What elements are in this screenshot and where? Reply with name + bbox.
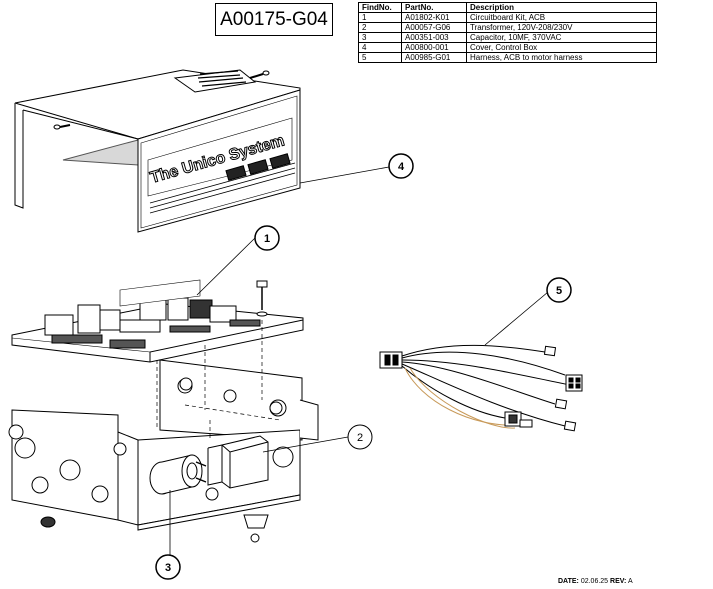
assembly-lines bbox=[156, 320, 281, 440]
callout-4-label: 4 bbox=[398, 161, 405, 173]
callout-4: 4 bbox=[388, 153, 414, 179]
description-cell: Harness, ACB to motor harness bbox=[466, 52, 657, 63]
footer-date-rev: DATE: 02.06.25 REV: A bbox=[558, 578, 633, 585]
callout-5-label: 5 bbox=[556, 285, 562, 297]
control-box-chassis bbox=[8, 359, 319, 543]
transformer bbox=[207, 435, 269, 489]
callout-1: 1 bbox=[254, 225, 280, 251]
callout-3-label: 3 bbox=[165, 562, 171, 574]
capacitor bbox=[149, 454, 207, 495]
rev-value: A bbox=[627, 578, 633, 585]
callout-5: 5 bbox=[546, 277, 572, 303]
callout-3: 3 bbox=[155, 554, 181, 580]
table-row: 4 A00800-001 Cover, Control Box bbox=[358, 42, 657, 53]
date-value: 02.06.25 bbox=[580, 578, 609, 585]
rev-label: REV: bbox=[610, 578, 627, 585]
callout-2: 2 bbox=[347, 424, 373, 450]
parts-table: FindNo. PartNo. Description 1 A01802-K01… bbox=[358, 2, 657, 63]
wire-harness bbox=[379, 344, 583, 432]
control-box-cover bbox=[14, 69, 301, 233]
callout-1-label: 1 bbox=[264, 233, 270, 245]
leader-lines bbox=[169, 166, 549, 556]
callout-2-label: 2 bbox=[357, 432, 363, 444]
circuit-board bbox=[11, 279, 304, 363]
date-label: DATE: bbox=[558, 578, 579, 585]
table-row: 5 A00985-G01 Harness, ACB to motor harne… bbox=[358, 52, 657, 63]
document-id: A00175-G04 bbox=[215, 3, 333, 36]
